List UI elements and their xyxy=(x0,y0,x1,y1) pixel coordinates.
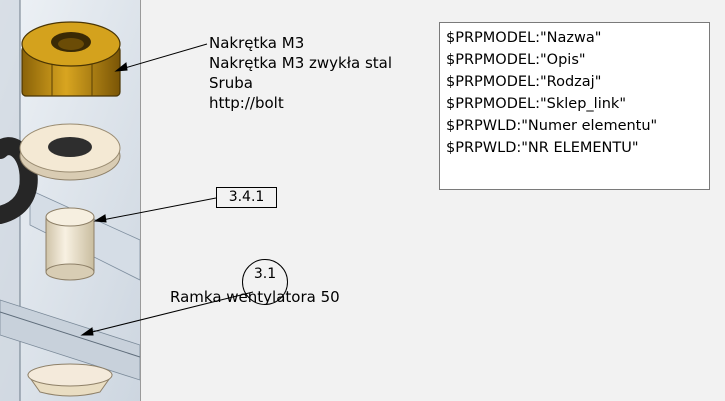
part-tag[interactable]: 3.4.1 xyxy=(216,187,277,208)
cable xyxy=(0,137,38,224)
balloon-number: 3.1 xyxy=(253,266,277,282)
frame-edge xyxy=(0,299,140,381)
nut-note[interactable]: Nakrętka M3 Nakrętka M3 zwykła stal Srub… xyxy=(209,33,392,113)
property-line-3: $PRPMODEL:"Rodzaj" xyxy=(446,74,602,90)
property-line-1: $PRPMODEL:"Nazwa" xyxy=(446,30,602,46)
property-line-4: $PRPMODEL:"Sklep_link" xyxy=(446,96,626,112)
spacer-leader xyxy=(96,197,217,222)
model-view[interactable] xyxy=(0,0,141,401)
nut-note-line-3: Sruba xyxy=(209,74,253,92)
item-balloon[interactable]: 3.1 xyxy=(242,259,288,305)
property-line-2: $PRPMODEL:"Opis" xyxy=(446,52,586,68)
nut-note-line-1: Nakrętka M3 xyxy=(209,34,305,52)
nut-note-line-2: Nakrętka M3 zwykła stal xyxy=(209,54,392,72)
nut-leader xyxy=(117,43,208,71)
washer xyxy=(19,123,121,181)
property-line-6: $PRPWLD:"NR ELEMENTU" xyxy=(446,140,639,156)
property-line-5: $PRPWLD:"Numer elementu" xyxy=(446,118,658,134)
nut-note-line-4: http://bolt xyxy=(209,94,284,112)
spacer xyxy=(45,207,95,281)
nut-m3 xyxy=(21,21,121,97)
frame-leader xyxy=(83,291,254,335)
fan-frame-note[interactable]: Ramka wentylatora 50 xyxy=(170,288,340,306)
property-note[interactable]: $PRPMODEL:"Nazwa" $PRPMODEL:"Opis" $PRPM… xyxy=(439,22,710,190)
screw-head xyxy=(27,363,113,397)
model-graphic xyxy=(0,0,140,401)
